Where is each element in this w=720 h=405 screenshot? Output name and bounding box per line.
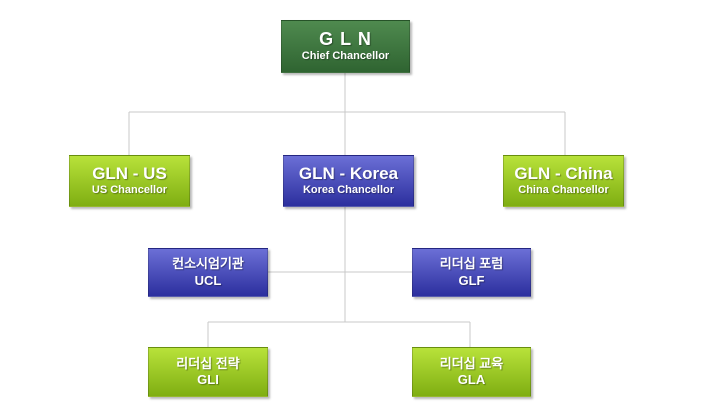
node-gln-china[interactable]: GLN - China China Chancellor <box>503 155 624 207</box>
node-title: 리더십 포럼 <box>439 256 504 272</box>
node-title: 리더십 전략 <box>176 355 240 371</box>
node-glf[interactable]: 리더십 포럼 GLF <box>412 248 531 297</box>
node-title: G L N <box>319 29 372 49</box>
node-subtitle: GLF <box>458 272 485 288</box>
node-subtitle: UCL <box>194 272 222 288</box>
node-subtitle: China Chancellor <box>518 183 609 196</box>
node-subtitle: GLI <box>197 372 219 387</box>
node-title: GLN - Korea <box>298 164 399 184</box>
node-subtitle: Korea Chancellor <box>302 183 395 196</box>
node-title: GLN - China <box>514 164 613 184</box>
node-subtitle: US Chancellor <box>91 183 168 196</box>
node-gli[interactable]: 리더십 전략 GLI <box>148 347 268 397</box>
node-title: 컨소시엄기관 <box>172 256 244 272</box>
node-title: 리더십 교육 <box>439 355 504 371</box>
node-title: GLN - US <box>92 164 167 184</box>
node-gln-korea[interactable]: GLN - Korea Korea Chancellor <box>283 155 414 207</box>
node-subtitle: GLA <box>457 372 486 387</box>
node-gln-chief[interactable]: G L N Chief Chancellor <box>281 20 410 73</box>
node-gln-us[interactable]: GLN - US US Chancellor <box>69 155 190 207</box>
node-ucl[interactable]: 컨소시엄기관 UCL <box>148 248 268 297</box>
node-subtitle: Chief Chancellor <box>301 49 390 62</box>
node-gla[interactable]: 리더십 교육 GLA <box>412 347 531 397</box>
